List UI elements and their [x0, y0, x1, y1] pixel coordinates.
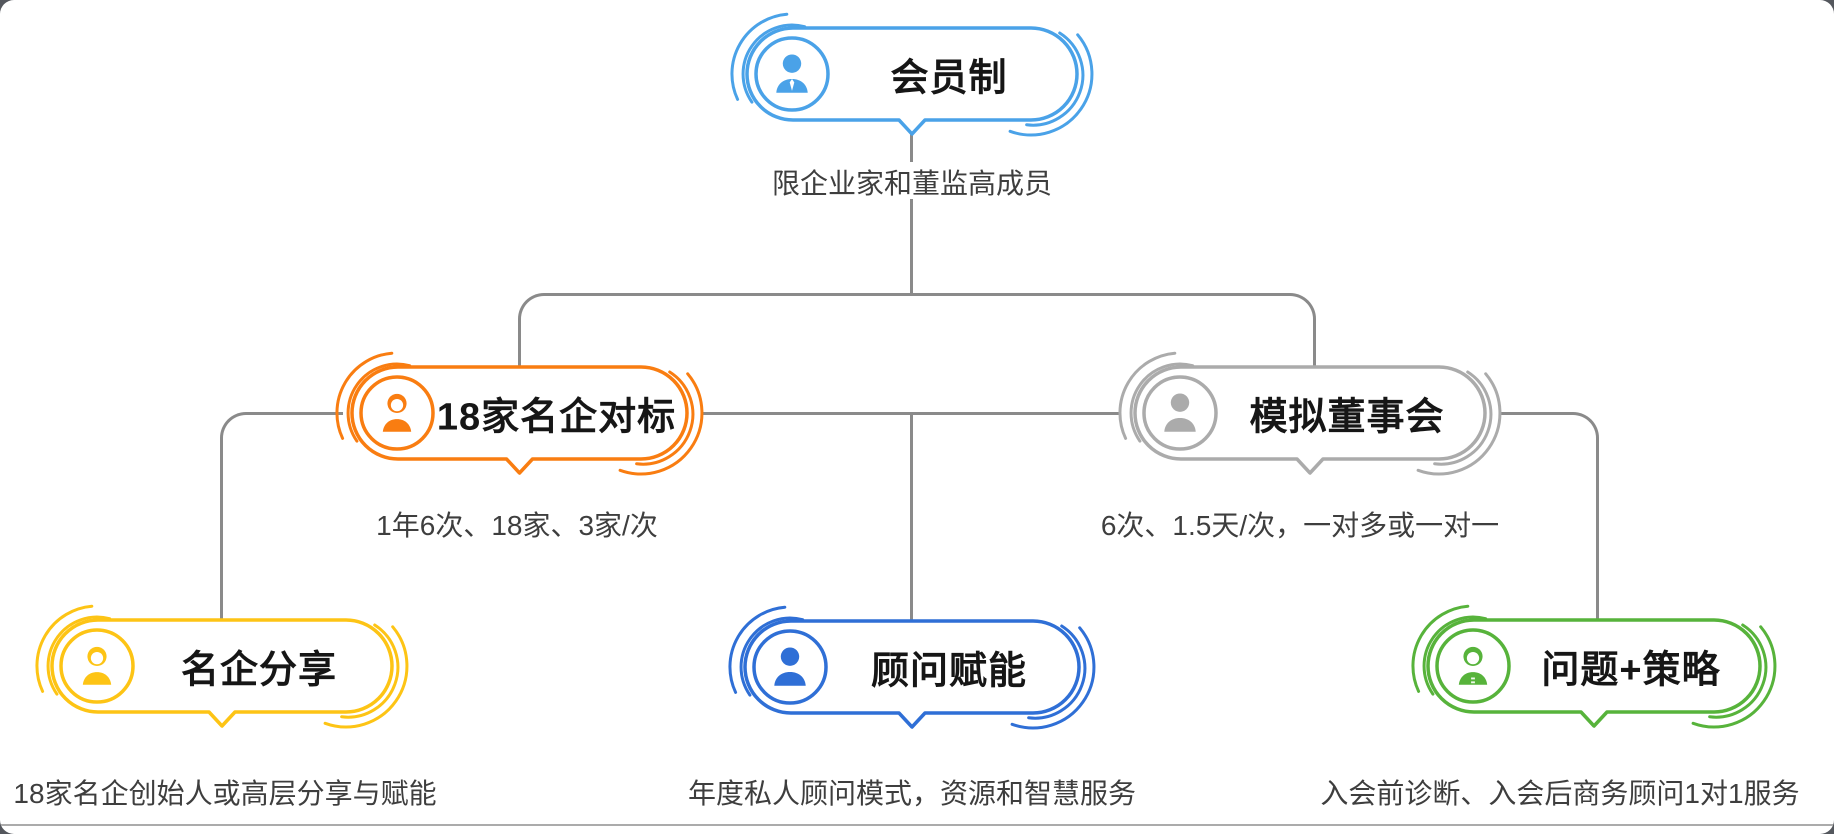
node-membership: 会员制: [717, 3, 1107, 153]
root-caption: 限企业家和董监高成员: [771, 168, 1053, 199]
share-caption: 18家名企创始人或高层分享与赋能: [13, 778, 437, 809]
root-connector-top: [910, 133, 913, 162]
consultant-icon: [1450, 643, 1496, 689]
node-title: 会员制: [890, 57, 1008, 100]
strategy-connector: [1500, 412, 1599, 625]
bottom-divider: [0, 824, 1834, 826]
advisor-icon: [767, 644, 813, 690]
advisor-caption: 年度私人顾问模式，资源和智慧服务: [687, 778, 1137, 809]
node-title: 模拟董事会: [1249, 396, 1445, 439]
businesswoman-icon: [74, 643, 120, 689]
node-board: 模拟董事会: [1105, 342, 1515, 492]
node-title: 18家名企对标: [436, 396, 677, 439]
strategy-caption: 入会前诊断、入会后商务顾问1对1服务: [1320, 778, 1800, 809]
node-title: 问题+策略: [1541, 649, 1721, 692]
node-benchmark: 18家名企对标: [322, 342, 717, 492]
node-title: 顾问赋能: [870, 650, 1027, 693]
benchmark-caption: 1年6次、18家、3家/次: [376, 510, 658, 541]
node-share: 名企分享: [22, 595, 422, 745]
board-member-icon: [1157, 390, 1203, 436]
node-strategy: 问题+策略: [1398, 595, 1790, 745]
businessman-icon: [769, 51, 815, 97]
root-connector-bottom: [910, 199, 913, 294]
businesswoman-icon: [374, 390, 420, 436]
board-caption: 6次、1.5天/次，一对多或一对一: [1100, 510, 1500, 541]
branch-connector: [518, 293, 1316, 372]
share-connector: [220, 412, 343, 625]
node-advisor: 顾问赋能: [715, 596, 1109, 746]
node-title: 名企分享: [180, 649, 337, 692]
advisor-connector: [910, 413, 913, 623]
